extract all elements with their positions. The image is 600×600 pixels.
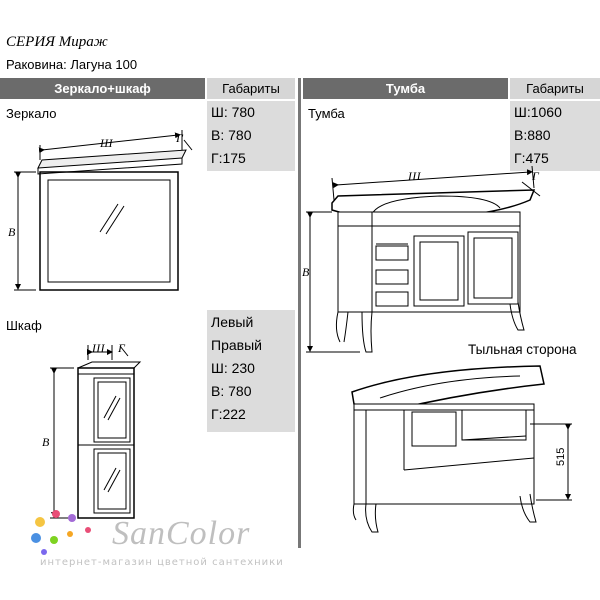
cabinet-d-letter: Г bbox=[117, 341, 126, 355]
mirror-cabinet-header: Зеркало+шкаф bbox=[0, 78, 205, 99]
cabinet-dims-box bbox=[207, 310, 295, 432]
back-side-label: Тыльная сторона bbox=[468, 342, 577, 357]
mirror-height: В: 780 bbox=[211, 127, 252, 143]
stand-header: Тумба bbox=[303, 78, 508, 99]
mirror-d-letter: Г bbox=[175, 131, 184, 145]
cabinet-depth: Г:222 bbox=[211, 406, 246, 422]
stand-depth: Г:475 bbox=[514, 150, 549, 166]
cabinet-right: Правый bbox=[211, 337, 262, 353]
logo-tagline: интернет-магазин цветной сантехники bbox=[40, 557, 284, 568]
stand-width: Ш:1060 bbox=[514, 104, 562, 120]
stand-dims-box bbox=[510, 101, 600, 171]
cabinet-h-letter: В bbox=[42, 435, 50, 449]
cabinet-label: Шкаф bbox=[6, 318, 42, 333]
section-divider bbox=[298, 78, 301, 548]
mirror-dims-box bbox=[207, 101, 295, 171]
stand-d-letter: Г bbox=[531, 169, 540, 183]
cabinet-drawing bbox=[50, 345, 142, 519]
logo-dots bbox=[31, 510, 91, 555]
sink-model: Раковина: Лагуна 100 bbox=[6, 57, 138, 72]
mirror-w-letter: Ш bbox=[99, 136, 114, 150]
cabinet-height: В: 780 bbox=[211, 383, 252, 399]
cabinet-left: Левый bbox=[211, 314, 254, 330]
stand-height: В:880 bbox=[514, 127, 551, 143]
cabinet-width: Ш: 230 bbox=[211, 360, 255, 376]
stand-front-drawing bbox=[306, 165, 541, 353]
stand-h-letter: В bbox=[302, 265, 310, 279]
back-depth-value: 515 bbox=[555, 448, 567, 466]
left-dims-header: Габариты bbox=[207, 78, 295, 99]
mirror-depth: Г:175 bbox=[211, 150, 246, 166]
mirror-label: Зеркало bbox=[6, 106, 57, 121]
stand-label: Тумба bbox=[308, 106, 345, 121]
mirror-width: Ш: 780 bbox=[211, 104, 255, 120]
stand-back-drawing bbox=[351, 365, 572, 533]
mirror-h-letter: В bbox=[8, 225, 16, 239]
series-title: СЕРИЯ Мираж bbox=[6, 34, 108, 50]
cabinet-w-letter: Ш bbox=[91, 341, 106, 355]
stand-w-letter: Ш bbox=[407, 169, 422, 183]
right-dims-header: Габариты bbox=[510, 78, 600, 99]
logo-wordmark: SanColor bbox=[112, 515, 251, 552]
mirror-drawing bbox=[14, 130, 193, 291]
